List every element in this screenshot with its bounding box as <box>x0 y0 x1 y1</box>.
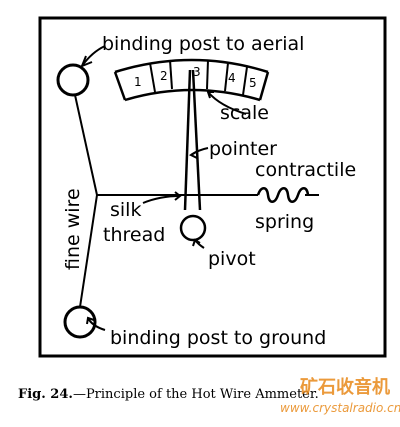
pointer <box>183 69 202 211</box>
binding-post-aerial <box>56 63 90 97</box>
fine-wire <box>74 94 98 308</box>
label-pivot: pivot <box>208 248 256 270</box>
scale-number-4: 4 <box>228 71 236 85</box>
caption-text: —Principle of the Hot Wire Ammeter. <box>73 387 319 402</box>
label-scale: scale <box>220 102 269 124</box>
scale-number-5: 5 <box>249 76 257 90</box>
watermark-text: 矿石收音机 <box>300 376 390 398</box>
label-silk: silk <box>110 199 141 221</box>
label-fine-wire: fine wire <box>62 188 84 270</box>
arrows <box>80 45 247 331</box>
caption-figure-number: Fig. 24. <box>18 387 73 402</box>
scale-number-3: 3 <box>193 65 201 79</box>
label-binding-post-aerial: binding post to aerial <box>102 33 304 55</box>
scale-number-2: 2 <box>160 69 168 83</box>
label-spring: spring <box>255 211 314 233</box>
contractile-spring <box>256 187 319 203</box>
scale-number-1: 1 <box>134 75 142 89</box>
figure-caption: Fig. 24.—Principle of the Hot Wire Ammet… <box>18 387 319 402</box>
label-binding-post-ground: binding post to ground <box>110 327 326 349</box>
watermark-url: www.crystalradio.cn <box>280 401 400 415</box>
pivot <box>179 214 207 242</box>
label-thread: thread <box>103 224 165 246</box>
label-contractile: contractile <box>255 159 356 181</box>
label-pointer: pointer <box>209 138 277 160</box>
scale: 1 2 3 4 5 <box>113 58 270 102</box>
figure-frame <box>38 16 387 358</box>
